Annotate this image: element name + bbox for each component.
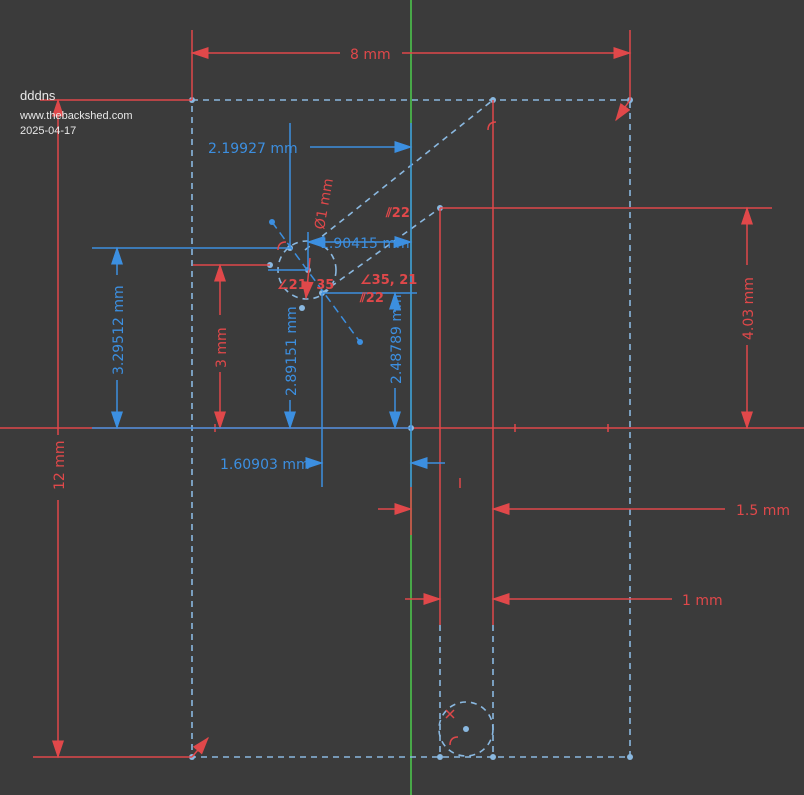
dimension-2-19927[interactable]: 2.19927 mm (208, 141, 413, 157)
watermark-site: www.thebackshed.com (20, 110, 133, 122)
dimension-1-5[interactable]: 1.5 mm (378, 503, 790, 519)
parallel-constraint[interactable]: ⫽22 (359, 291, 384, 306)
dimension-1-90415[interactable]: 1.90415 mm (306, 236, 413, 252)
angle-constraint[interactable]: ∠35, 21 (360, 273, 417, 288)
dimension-1[interactable]: 1 mm (405, 593, 723, 609)
dimension-label: 3.29512 mm (111, 285, 127, 375)
parallel-constraint[interactable]: ⫽22 (385, 206, 410, 221)
dimension-2-48789[interactable]: 2.48789 mm (389, 291, 405, 430)
watermark-date: 2025-04-17 (20, 125, 77, 137)
dimension-label: 2.89151 mm (284, 306, 300, 396)
dimension-3[interactable]: 3 mm (214, 263, 230, 430)
dimension-1-60903[interactable]: 1.60903 mm (220, 457, 445, 473)
dimension-4-03[interactable]: 4.03 mm (741, 206, 757, 430)
dimension-label: Ø1 mm (312, 177, 337, 231)
watermark-title: dddns (20, 88, 56, 103)
dimension-label: 1.90415 mm (320, 236, 410, 252)
dimension-label: 1.5 mm (736, 503, 790, 519)
dimension-label: 1.60903 mm (220, 457, 310, 473)
dimension-label: 2.48789 mm (389, 294, 405, 384)
coincident-constraint-icon[interactable] (445, 709, 459, 746)
tangent-constraint-icon[interactable] (487, 121, 497, 131)
dimension-label: 8 mm (350, 47, 391, 63)
dimension-label: 2.19927 mm (208, 141, 298, 157)
dimension-label: 1 mm (682, 593, 723, 609)
dimension-label: 12 mm (52, 440, 68, 490)
red-lines (33, 30, 772, 758)
dimension-width-total[interactable]: 8 mm (190, 47, 632, 63)
dimension-label: 4.03 mm (741, 277, 757, 340)
dimension-height-total[interactable]: 12 mm (52, 98, 68, 759)
dimension-2-89151[interactable]: 2.89151 mm (284, 306, 300, 430)
tangent-constraint-icon[interactable] (277, 241, 287, 251)
angle-constraint[interactable]: ∠21, 35 (277, 278, 334, 293)
dimension-label: 3 mm (214, 327, 230, 368)
dimension-3-29512[interactable]: 3.29512 mm (111, 246, 127, 430)
